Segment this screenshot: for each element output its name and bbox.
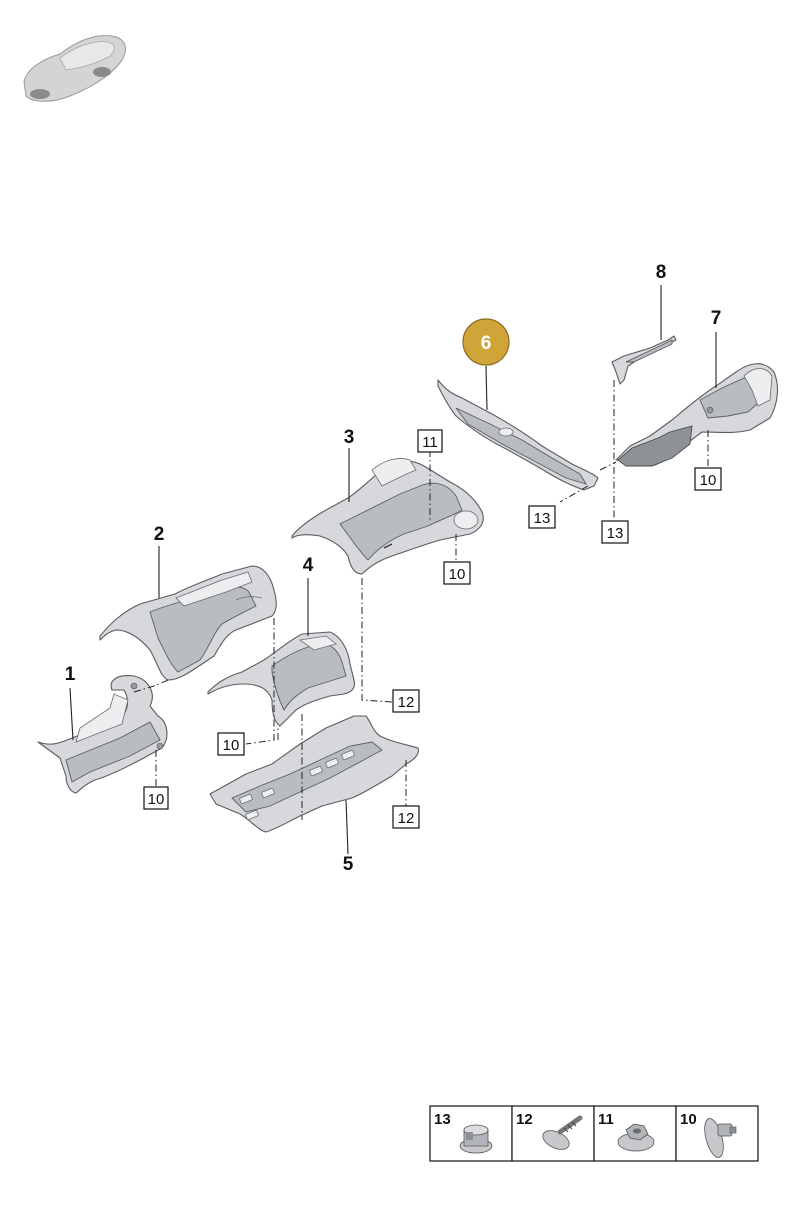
ref-box-10-part3: 10 (443, 561, 471, 585)
svg-text:11: 11 (422, 434, 438, 451)
callout-part-5: 5 (343, 854, 354, 875)
svg-text:10: 10 (680, 1111, 697, 1128)
svg-text:12: 12 (398, 694, 415, 711)
svg-text:13: 13 (434, 1111, 451, 1128)
heat-shield-part-4[interactable] (207, 631, 356, 727)
clip-nut-icon (704, 1118, 737, 1158)
legend-item-11[interactable]: 11 (598, 1111, 655, 1152)
ref-box-12-part5: 12 (392, 805, 420, 829)
legend-item-13[interactable]: 13 (434, 1111, 493, 1154)
heat-shield-part-3[interactable] (291, 458, 484, 575)
svg-text:13: 13 (607, 525, 624, 542)
svg-text:10: 10 (700, 472, 717, 489)
heat-shield-part-7[interactable] (615, 363, 779, 467)
callout-part-2: 2 (154, 524, 165, 545)
ref-box-13-part6: 13 (528, 505, 556, 529)
vehicle-silhouette-icon (23, 35, 126, 102)
ref-box-10-part1: 10 (143, 786, 169, 810)
svg-text:11: 11 (598, 1111, 614, 1128)
ref-box-12-part3: 12 (392, 689, 420, 713)
tapping-screw-icon (542, 1115, 583, 1150)
fastener-lines (133, 380, 709, 820)
callout-part-3: 3 (344, 427, 355, 448)
ref-box-10-part4: 10 (217, 732, 245, 756)
fastener-references: 10 10 10 10 10 11 12 12 (143, 429, 722, 829)
legend-item-10[interactable]: 10 (680, 1111, 737, 1159)
callout-part-1: 1 (65, 664, 76, 685)
ref-box-10-part7: 10 (694, 467, 722, 491)
heat-shield-part-2[interactable] (99, 565, 277, 681)
svg-text:10: 10 (148, 791, 165, 808)
callout-part-6: 6 (481, 333, 492, 354)
svg-text:10: 10 (449, 566, 466, 583)
collar-nut-icon (459, 1124, 493, 1154)
bracket-part-8[interactable] (611, 335, 677, 385)
callout-part-8: 8 (656, 262, 667, 283)
svg-text:12: 12 (398, 810, 415, 827)
callout-part-7: 7 (711, 308, 722, 329)
hex-flange-nut-icon (617, 1123, 655, 1152)
callout-part-6-highlight[interactable]: 6 (462, 318, 510, 366)
heat-shield-part-6[interactable] (437, 379, 599, 491)
ref-box-13-part8: 13 (601, 520, 629, 544)
legend-item-12[interactable]: 12 (516, 1111, 583, 1153)
svg-text:13: 13 (534, 510, 551, 527)
svg-text:12: 12 (516, 1111, 533, 1128)
svg-text:10: 10 (223, 737, 240, 754)
underbody-plate-part-5[interactable] (209, 715, 419, 833)
callout-part-4: 4 (303, 555, 314, 576)
heat-shield-part-1[interactable] (37, 675, 168, 794)
ref-box-11-part3: 11 (417, 429, 443, 453)
leader-lines (69, 285, 717, 855)
part-callouts: 1 2 3 4 5 6 7 8 (65, 262, 722, 875)
fastener-legend: 13 12 11 10 (429, 1105, 759, 1162)
vent-slots (239, 749, 355, 821)
